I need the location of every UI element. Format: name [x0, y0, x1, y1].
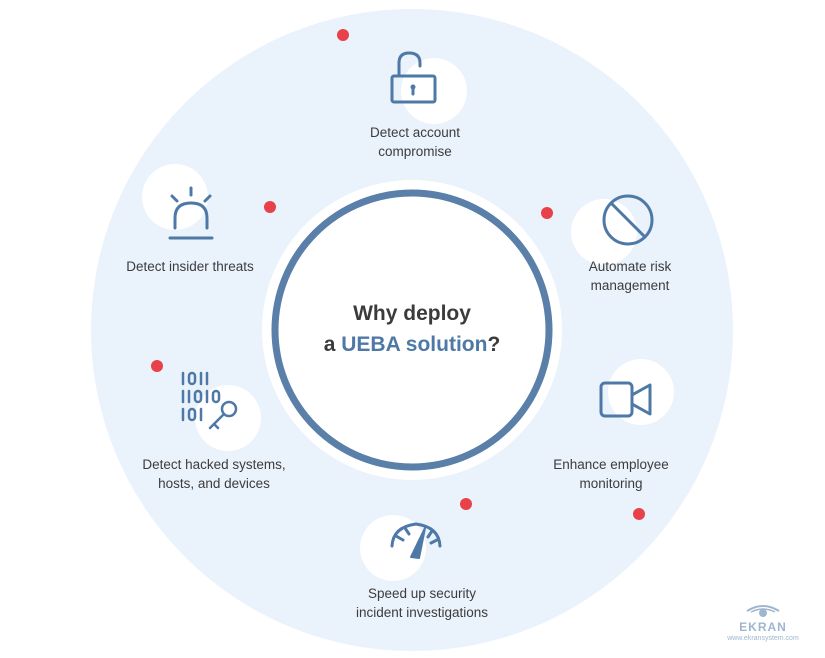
label-line: Automate risk — [588, 259, 672, 274]
icon-bubble — [608, 359, 674, 425]
red-dot — [541, 207, 553, 219]
center-ring — [271, 189, 553, 471]
blocked-circle-icon — [602, 194, 654, 246]
label-line: Detect hacked systems, — [142, 457, 286, 472]
red-dot — [337, 29, 349, 41]
icon-bubble — [571, 199, 637, 265]
label-line: management — [590, 278, 670, 293]
center-title-suffix: ? — [487, 333, 501, 356]
label-detect-insider-threats: Detect insider threats — [105, 257, 275, 276]
center-title-line1: Why deploy — [353, 302, 471, 325]
label-enhance-employee-monitoring: Enhance employee monitoring — [531, 455, 691, 493]
video-camera-icon — [599, 381, 652, 418]
center-title: Why deploy a UEBA solution? — [292, 298, 532, 360]
brand-url: www.ekransystem.com — [727, 635, 799, 642]
center-title-prefix: a — [323, 333, 342, 356]
label-detect-hacked-systems: Detect hacked systems, hosts, and device… — [119, 455, 309, 493]
red-dot — [633, 508, 645, 520]
label-line: hosts, and devices — [158, 476, 270, 491]
brand-name: EKRAN — [739, 620, 787, 634]
icon-bubble — [195, 385, 261, 451]
eye-icon — [746, 605, 780, 617]
label-line: Speed up security — [367, 586, 477, 601]
label-line: monitoring — [579, 476, 643, 491]
label-automate-risk-management: Automate risk management — [555, 257, 705, 295]
red-dot — [460, 498, 472, 510]
red-dot — [151, 360, 163, 372]
label-line: Detect account — [369, 125, 461, 140]
label-line: Enhance employee — [553, 457, 669, 472]
label-line: Detect insider threats — [126, 259, 254, 274]
lock-icon — [390, 51, 437, 104]
label-speed-up-investigations: Speed up security incident investigation… — [332, 584, 512, 622]
label-line: compromise — [378, 144, 452, 159]
brand-logo: EKRAN www.ekransystem.com — [708, 603, 818, 644]
alarm-light-icon — [168, 186, 214, 240]
red-dot — [264, 201, 276, 213]
speedometer-icon — [390, 522, 442, 559]
binary-key-icon — [181, 371, 238, 430]
label-line: incident investigations — [355, 605, 489, 620]
label-detect-account-compromise: Detect account compromise — [335, 123, 495, 161]
icon-bubble — [360, 515, 426, 581]
center-title-line2: a UEBA solution? — [292, 329, 532, 360]
center-title-accent: UEBA solution — [341, 333, 488, 356]
